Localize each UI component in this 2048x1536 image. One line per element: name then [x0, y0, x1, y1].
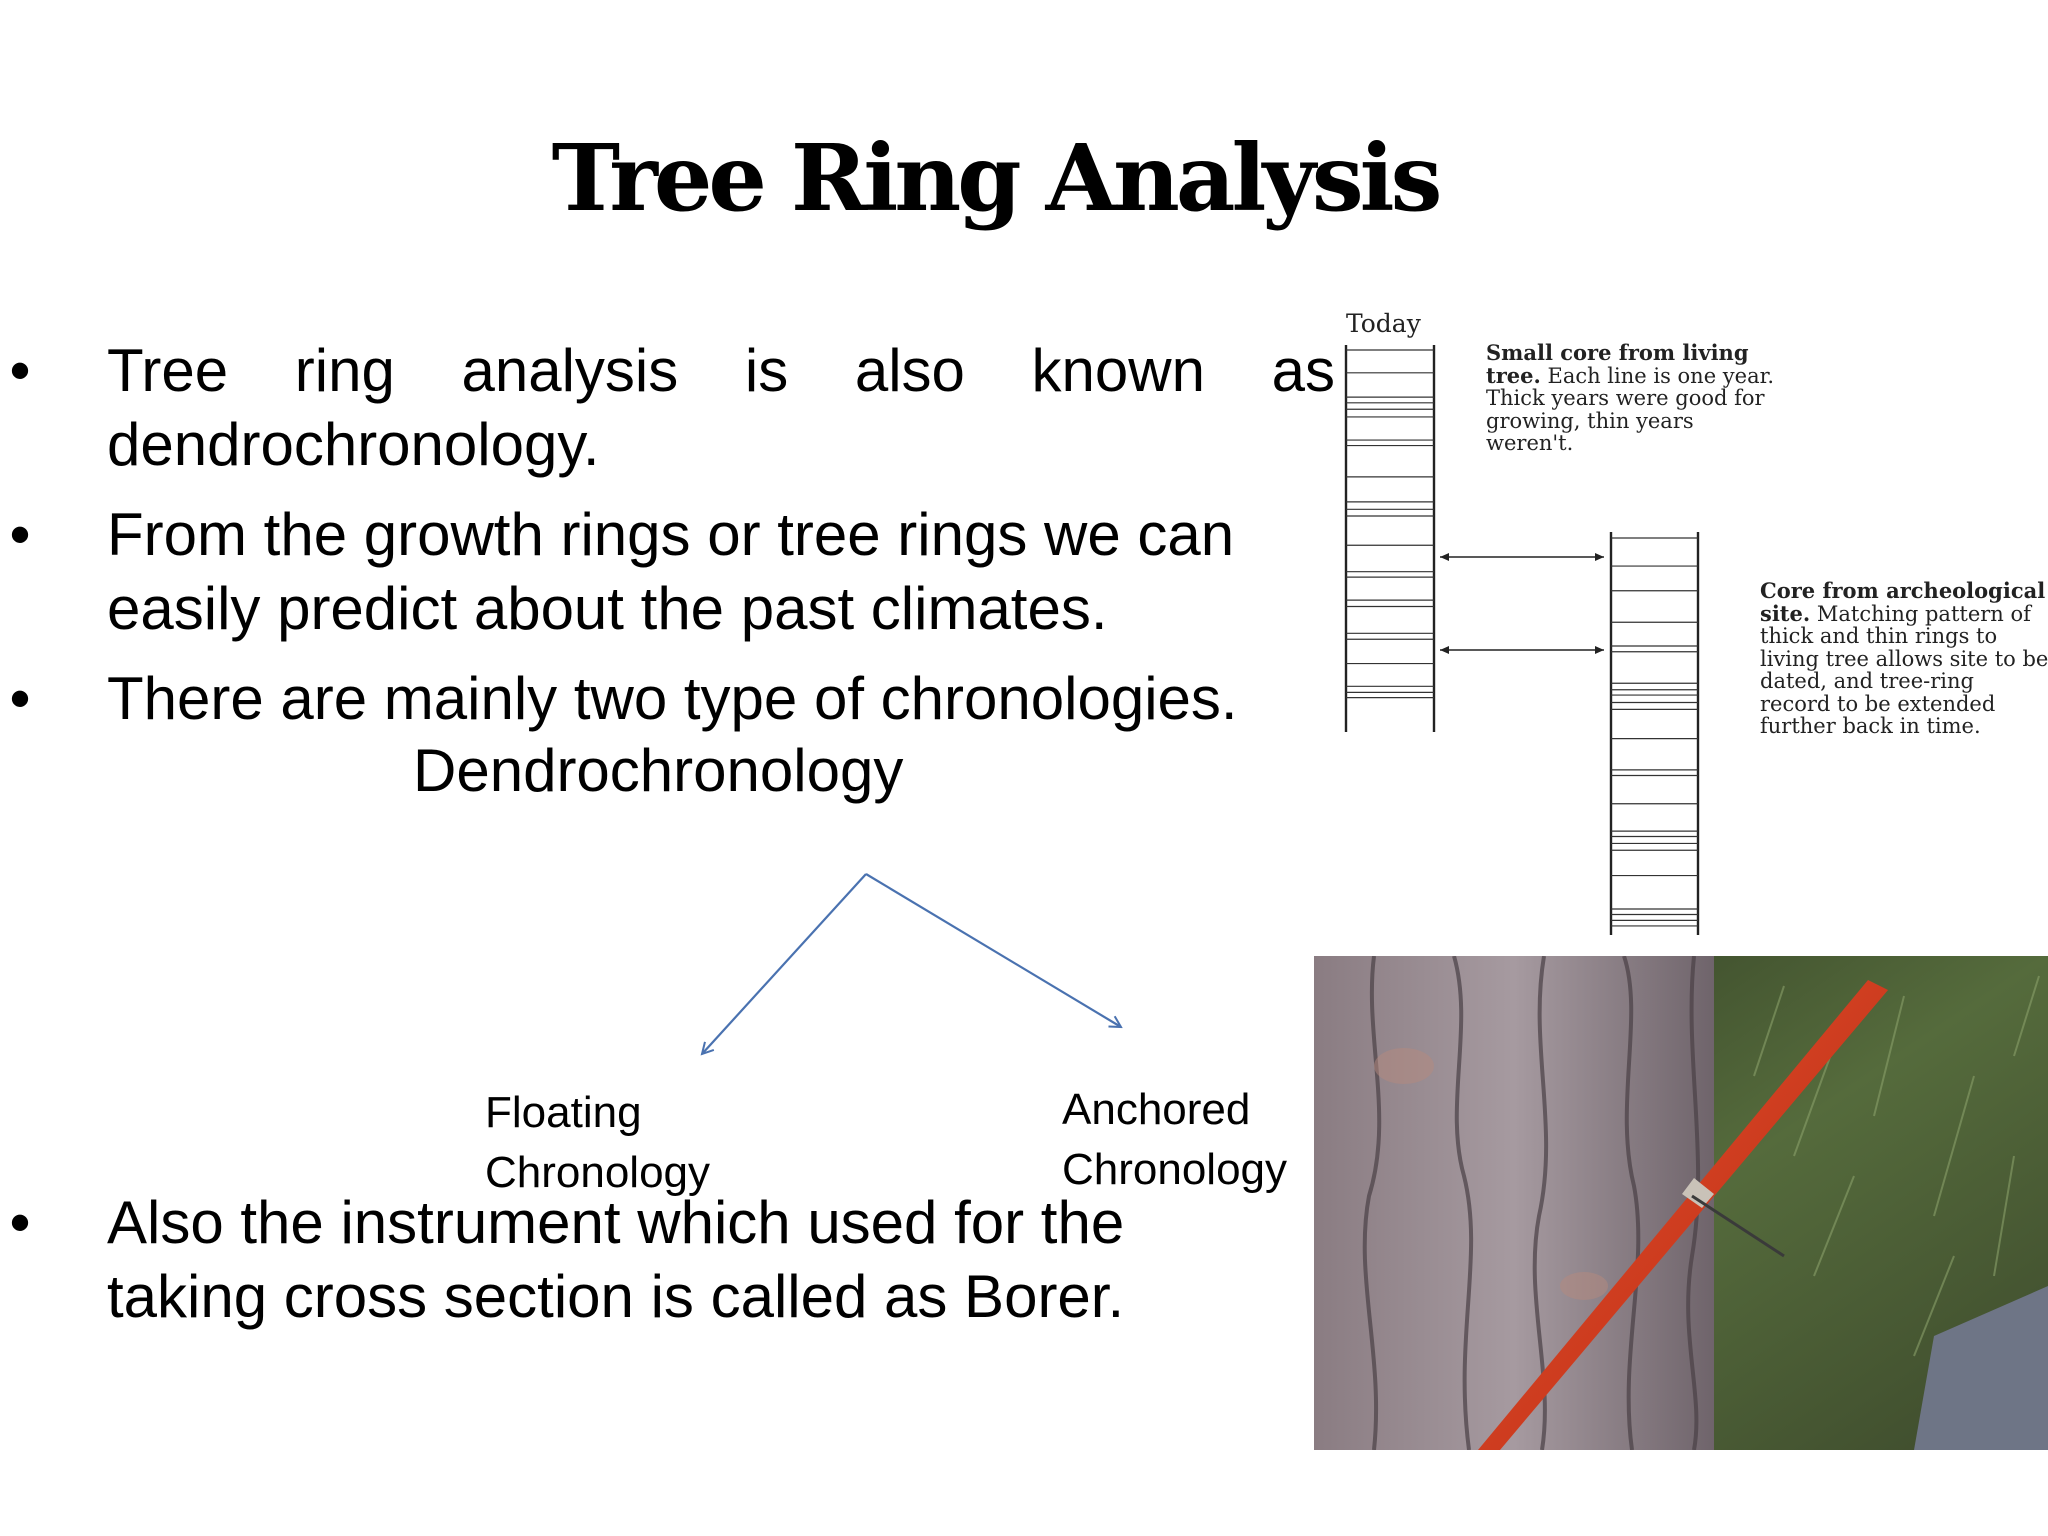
arrow-to-floating	[702, 873, 867, 1054]
bullet-1-line-2: dendrochronology.	[107, 411, 600, 478]
bullet-1-word: analysis	[461, 337, 679, 404]
tree-trunk-with-borer-image	[1314, 956, 2048, 1450]
floating-chronology-label: Floating Chronology	[485, 1088, 711, 1197]
bullet-3-line-1: There are mainly two type of chronologie…	[107, 665, 1238, 732]
tree-root-label: Dendrochronology	[413, 737, 904, 804]
bullet-1-word: known	[1031, 337, 1205, 404]
bullet-1-word: as	[1271, 337, 1335, 404]
archeological-rings	[1611, 537, 1698, 927]
bullet-2-line-1: From the growth rings or tree rings we c…	[107, 501, 1235, 568]
bullet-marker: •	[9, 1189, 31, 1256]
archeological-core	[1609, 532, 1700, 935]
living-tree-note: Small core from living tree. Each line i…	[1486, 340, 1775, 455]
bullet-1-word: Tree	[107, 337, 229, 404]
today-label: Today	[1346, 309, 1421, 338]
cross-dating-diagram	[1344, 345, 1700, 935]
bullet-4-line-2: taking cross section is called as Borer.	[107, 1263, 1125, 1330]
increment-borer-photo	[1314, 956, 2048, 1450]
bullet-marker: •	[9, 501, 31, 568]
bullet-4-line-1: Also the instrument which used for the	[107, 1189, 1125, 1256]
bullet-marker: •	[9, 665, 31, 732]
bullet-2-line-2: easily predict about the past climates.	[107, 575, 1108, 642]
anchored-chronology-label: Anchored Chronology	[1062, 1085, 1288, 1194]
bullet-1-word: is	[744, 337, 789, 404]
archeological-note: Core from archeological site. Matching p…	[1760, 578, 2048, 738]
bullet-marker: •	[9, 337, 31, 404]
living-tree-rings	[1346, 349, 1434, 699]
bullet-1-word: also	[854, 337, 965, 404]
bullet-1-word: ring	[294, 337, 395, 404]
arrow-to-anchored	[865, 873, 1121, 1027]
slide-title: Tree Ring Analysis	[551, 124, 1443, 232]
